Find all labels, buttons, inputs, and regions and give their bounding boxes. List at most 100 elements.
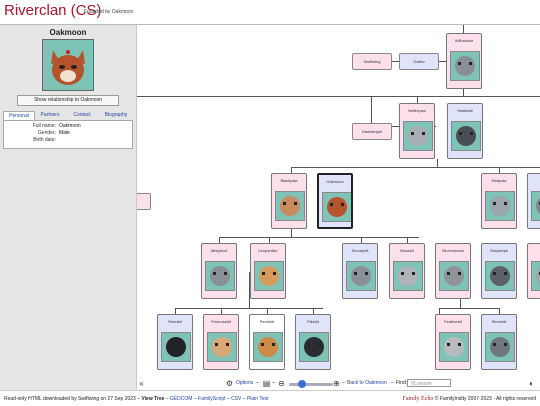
person-card-mosskit[interactable]: Mosskit xyxy=(389,243,425,299)
person-card-silverstream[interactable]: Silverstream xyxy=(435,243,471,299)
sidebar-tabs: Personal Partners Contact Biography xyxy=(3,111,133,120)
person-card-willowstar[interactable]: Willowstar xyxy=(446,33,482,89)
person-card-portrait xyxy=(439,261,469,291)
page-title: Riverclan (CS) xyxy=(4,2,102,19)
person-card-portrait xyxy=(254,261,284,291)
person-card-portrait xyxy=(322,192,351,222)
connector-line xyxy=(291,167,292,173)
options-link[interactable]: Options xyxy=(236,380,254,386)
person-card-greystripe[interactable]: Greystripe xyxy=(481,243,517,299)
person-card-portrait xyxy=(439,332,469,362)
person-card-portrait xyxy=(403,121,433,151)
connector-line xyxy=(361,237,362,243)
connector-line xyxy=(267,308,268,314)
footer-right: Family Echo © FamilyIndity 2007-2023 - A… xyxy=(403,396,536,402)
tab-contact[interactable]: Contact xyxy=(73,112,91,118)
info-row-full-name: Full name: Oakmoon xyxy=(4,123,132,130)
person-card-portrait xyxy=(485,332,515,362)
person-card-primrosekit[interactable]: Primrosekit xyxy=(203,314,239,370)
print-icon[interactable]: ▤ xyxy=(262,379,271,388)
zoom-in-icon[interactable]: ⊕ xyxy=(333,379,340,388)
person-card-name: Stormkit xyxy=(491,319,507,324)
zoom-out-icon[interactable]: ⊖ xyxy=(278,379,285,388)
connector-line xyxy=(269,237,270,243)
connector-line xyxy=(137,96,540,97)
person-card-m[interactable]: M xyxy=(527,243,540,299)
person-card-cr[interactable]: Cr xyxy=(527,173,540,229)
person-card-name: Primrosekit xyxy=(210,319,231,324)
person-card-blackpaw[interactable]: Blackpaw xyxy=(271,173,307,229)
person-card-portrait xyxy=(161,332,191,362)
person-card-reedkit[interactable]: Reedkit xyxy=(157,314,193,370)
connector-line xyxy=(371,97,372,126)
person-pill-dawnbright[interactable]: Dawnbright xyxy=(352,123,392,140)
footer-familyscript-link[interactable]: FamilyScript xyxy=(198,396,226,402)
footer-copyright: © FamilyIndity 2007-2023 - All rights re… xyxy=(434,396,536,402)
back-to-oakmoon-link[interactable]: Back to Oakmoon xyxy=(347,380,387,386)
zoom-slider-thumb[interactable] xyxy=(298,380,306,388)
connector-line xyxy=(313,308,314,314)
personal-info-panel: Full name: Oakmoon Gender: Male Birth da… xyxy=(3,120,133,149)
person-card-portrait xyxy=(531,261,540,291)
info-value: Male xyxy=(59,130,70,136)
connector-line xyxy=(175,308,176,314)
collapse-left-icon[interactable]: « xyxy=(139,379,144,388)
footer-left: Read-only HTML downloaded by Swiftwing o… xyxy=(4,396,269,402)
person-card-oakmoon[interactable]: Oakmoon xyxy=(317,173,353,229)
zoom-slider[interactable] xyxy=(289,380,333,388)
person-card-stormkit[interactable]: Stormkit xyxy=(481,314,517,370)
person-card-mistyfoot[interactable]: Mistyfoot xyxy=(201,243,237,299)
person-card-mintpaw[interactable]: Mintpaw xyxy=(481,173,517,229)
footer-view-tree: View Tree xyxy=(141,396,165,402)
person-pill-swiftwing[interactable]: Swiftwing xyxy=(352,53,392,70)
person-card-leopardfur[interactable]: Leopardfur xyxy=(250,243,286,299)
sidebar: Oakmoon Show relationship to Oakmoon Per… xyxy=(0,25,137,390)
show-relationship-button[interactable]: Show relationship to Oakmoon xyxy=(17,95,119,106)
selected-person-portrait xyxy=(42,39,94,91)
person-card-perchkit[interactable]: Perchkit xyxy=(249,314,285,370)
tab-personal[interactable]: Personal xyxy=(3,111,35,120)
find-input[interactable]: 78 people xyxy=(407,379,451,387)
person-card-portrait xyxy=(485,191,515,221)
person-card-stonepelt[interactable]: Stonepelt xyxy=(342,243,378,299)
footer-download-info: Read-only HTML downloaded by Swiftwing o… xyxy=(4,396,141,402)
settings-icon[interactable]: ⚙ xyxy=(225,379,234,388)
person-card-name: Oakmoon xyxy=(326,179,344,184)
dark-mode-icon[interactable]: ◐ xyxy=(529,379,534,388)
connector-line xyxy=(417,97,418,103)
footer-csv-link[interactable]: CSV xyxy=(231,396,242,402)
info-row-gender: Gender: Male xyxy=(4,130,132,137)
person-card-portrait xyxy=(299,332,329,362)
person-card-pikekit[interactable]: Pikekit xyxy=(295,314,331,370)
person-card-featherkit[interactable]: Featherkit xyxy=(435,314,471,370)
tab-biography[interactable]: Biography xyxy=(104,112,128,118)
person-card-name: Stonepelt xyxy=(351,248,369,253)
tree-controls: « ⚙ Options – ▤ – ⊖ ⊕ – Back to Oakmoon … xyxy=(137,377,540,389)
person-card-name: Hawktail xyxy=(457,108,473,113)
brand-logo[interactable]: Family Echo xyxy=(402,396,434,402)
person-pill-offscreen[interactable] xyxy=(137,193,151,210)
footer-plain-text-link[interactable]: Plain Text xyxy=(246,396,269,402)
person-pill-owlfur[interactable]: Owlfur xyxy=(399,53,439,70)
tab-partners[interactable]: Partners xyxy=(40,112,60,118)
person-card-name: Nettlepaw xyxy=(408,108,426,113)
person-card-name: Reedkit xyxy=(168,319,182,324)
person-card-nettlepaw[interactable]: Nettlepaw xyxy=(399,103,435,159)
person-card-name: Leopardfur xyxy=(258,248,278,253)
person-card-name: Mosskit xyxy=(400,248,414,253)
footer-gedcom-link[interactable]: GEDCOM xyxy=(169,396,193,402)
connector-line xyxy=(499,167,500,173)
separator: – xyxy=(256,380,259,386)
connector-line xyxy=(291,167,540,168)
info-label: Full name: xyxy=(32,123,56,129)
connector-line xyxy=(219,237,419,238)
person-card-portrait xyxy=(253,332,283,362)
footer: Read-only HTML downloaded by Swiftwing o… xyxy=(0,390,540,406)
connector-line xyxy=(291,229,292,237)
header: Riverclan (CS) Founded by Oakmoon xyxy=(0,0,540,25)
person-card-portrait xyxy=(451,121,481,151)
find-label: Find: xyxy=(396,380,408,386)
family-tree-canvas[interactable]: Swiftwing Owlfur Dawnbright Willowstar N… xyxy=(137,25,540,390)
person-card-name: Silverstream xyxy=(441,248,465,253)
person-card-hawktail[interactable]: Hawktail xyxy=(447,103,483,159)
